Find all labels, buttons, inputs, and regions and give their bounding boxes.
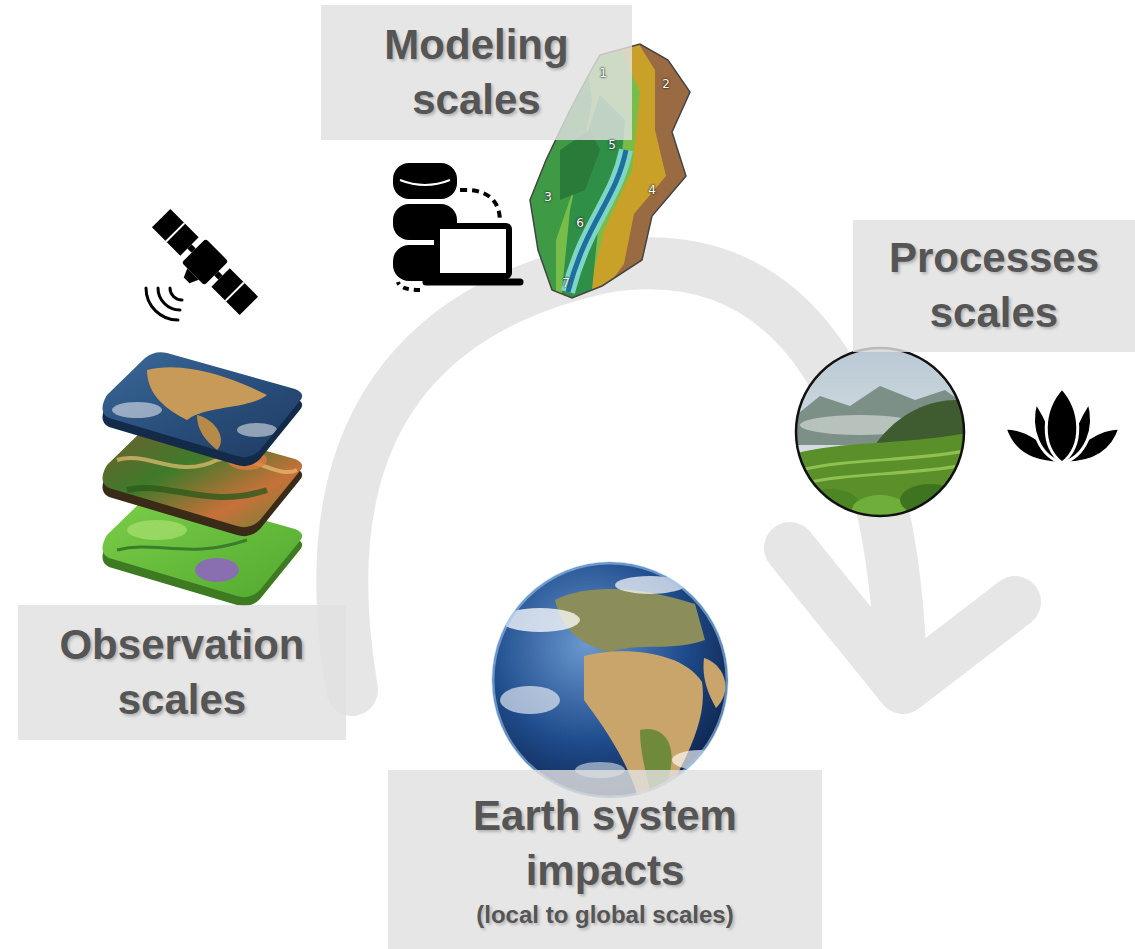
satellite-icon-part xyxy=(170,288,182,300)
database-icon-part xyxy=(426,279,520,286)
box-heading: Modeling scales xyxy=(361,18,593,127)
landscape-photo-part xyxy=(796,348,964,516)
label-box-content: Processes scales xyxy=(878,231,1110,340)
earth-globe-part-part xyxy=(500,686,560,714)
callout-number: 7 xyxy=(562,276,570,290)
observation-layers-part-part-part xyxy=(112,402,162,418)
landscape-photo-part xyxy=(790,340,975,525)
callout-number: 3 xyxy=(544,190,552,204)
box-heading: Processes scales xyxy=(878,231,1110,340)
satellite-icon-part-part xyxy=(214,271,222,279)
earth-globe-part xyxy=(493,563,727,797)
observation-layers-part-part-part xyxy=(127,520,187,540)
satellite-icon-part xyxy=(158,288,180,310)
earth-globe-part-part xyxy=(500,608,580,632)
callout-number: 1 xyxy=(599,66,607,80)
label-box: Modeling scales xyxy=(321,5,632,140)
landscape-photo-part-part xyxy=(790,340,975,525)
label-box-content: Earth system impacts(local to global sca… xyxy=(435,789,775,929)
database-icon-part xyxy=(437,226,509,276)
watershed-map-part-part xyxy=(568,150,626,292)
observation-layers-part-part xyxy=(97,350,309,462)
satellite-icon xyxy=(143,206,261,324)
database-icon-part xyxy=(460,190,500,222)
observation-layers-part-part-part xyxy=(195,558,239,582)
satellite-icon-part-part xyxy=(166,223,184,241)
earth-globe-part xyxy=(492,562,728,805)
observation-layers xyxy=(97,350,309,606)
landscape-photo-part-part xyxy=(800,464,970,484)
label-box: Earth system impacts(local to global sca… xyxy=(388,770,822,949)
callout-number: 4 xyxy=(648,183,656,197)
satellite-icon-part-part xyxy=(211,268,258,315)
label-box: Observation scales xyxy=(18,605,346,740)
observation-layers-part-part-part xyxy=(117,458,297,472)
landscape-photo-part-part xyxy=(800,489,860,521)
satellite-icon-part-part xyxy=(187,244,195,252)
label-box-content: Observation scales xyxy=(51,618,313,727)
database-icon xyxy=(393,163,520,290)
watershed-map-part-part xyxy=(568,150,626,292)
earth-globe-part-part xyxy=(704,658,726,708)
box-heading: Earth system impacts xyxy=(435,789,775,898)
observation-layers-part-part-part xyxy=(97,350,309,462)
landscape-photo-part-part xyxy=(852,495,908,525)
lotus-icon xyxy=(1005,388,1120,463)
box-subheading: (local to global scales) xyxy=(476,899,733,930)
satellite-icon-part-part xyxy=(182,239,229,286)
satellite-icon-part-part xyxy=(181,268,199,286)
satellite-icon-part-part xyxy=(152,209,199,256)
cycle-arrowhead xyxy=(790,548,1015,688)
observation-layers-part-part-part xyxy=(117,540,247,550)
satellite-icon-part-part xyxy=(226,283,244,301)
satellite-icon-part xyxy=(143,206,261,324)
callout-number: 6 xyxy=(576,216,584,230)
box-heading: Observation scales xyxy=(51,618,313,727)
callout-number: 5 xyxy=(608,138,616,152)
earth-globe xyxy=(492,562,728,805)
observation-layers-part-part-part xyxy=(197,415,221,450)
observation-layers-part-part-part xyxy=(237,423,277,437)
watershed-map-part-part xyxy=(560,130,600,200)
satellite-icon-part xyxy=(146,288,178,320)
observation-layers-part-part-part xyxy=(147,367,267,420)
observation-layers-part xyxy=(97,350,309,466)
database-icon-part xyxy=(393,163,457,199)
landscape-photo xyxy=(790,340,975,525)
lotus-icon-part xyxy=(1046,388,1078,463)
label-box-content: Modeling scales xyxy=(361,18,593,127)
earth-globe-part-part xyxy=(615,576,685,594)
observation-layers-part-part-part xyxy=(127,488,267,497)
landscape-photo-part-part xyxy=(790,432,972,525)
label-box: Processes scales xyxy=(853,220,1135,352)
database-icon-part xyxy=(400,180,450,185)
callout-number: 2 xyxy=(662,77,670,91)
database-icon-part xyxy=(398,282,420,290)
